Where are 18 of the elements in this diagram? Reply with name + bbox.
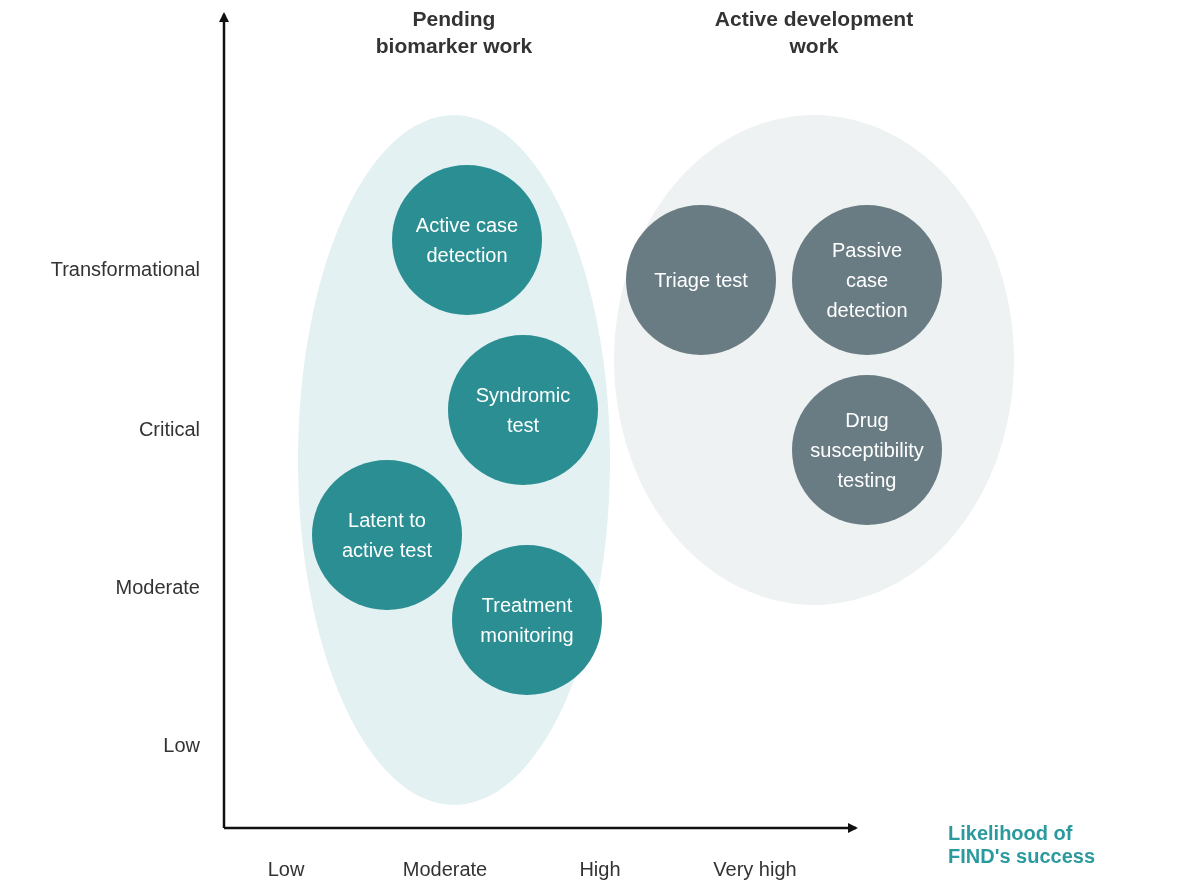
x-tick-label: Very high [712,858,798,881]
x-tick-label: High [578,858,622,881]
y-tick-label: Critical [137,418,200,441]
axis-title: Likelihood of FIND's success [948,822,1097,868]
circle-label: Syndromic test [474,383,572,438]
group-heading: Pending biomarker work [374,6,534,60]
group-heading: Active development work [714,6,914,60]
circle-label: Drug susceptibility testing [810,408,924,493]
circle-label: Triage test [654,268,748,293]
x-tick-label: Moderate [401,858,489,881]
y-tick-label: Low [162,734,200,757]
y-tick-label: Moderate [114,576,200,599]
circle-label: Treatment monitoring [479,593,575,648]
x-tick-label: Low [266,858,306,881]
circle-label: Passive case detection [825,238,909,323]
circle-label: Latent to active test [340,508,433,563]
y-tick-label: Transformational [49,258,200,281]
circle-label: Active case detection [414,213,520,268]
